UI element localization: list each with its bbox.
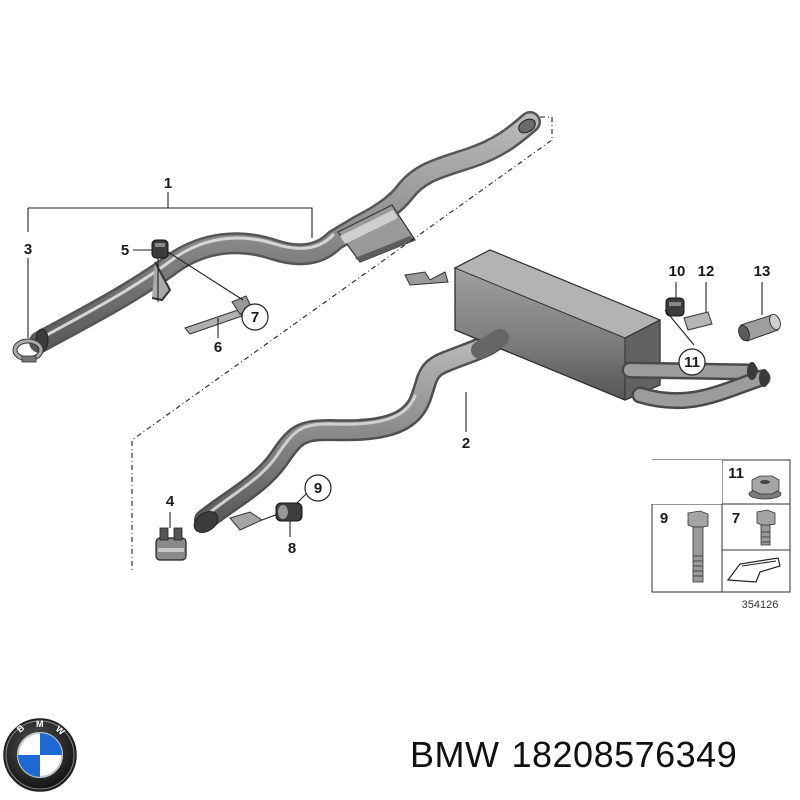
rubber-mount-part-8 [229,502,303,531]
callout-4: 4 [166,493,175,510]
callout-7: 7 [251,309,259,326]
callout-labels: 1 3 5 7 6 2 4 9 8 10 12 13 11 [24,175,771,557]
bracket-part-12 [683,311,713,331]
legend-9: 9 [660,510,668,527]
callout-12: 12 [698,263,715,280]
callout-1: 1 [164,175,172,192]
callout-7-circle [241,303,269,331]
rubber-mount-part-5 [151,239,169,259]
callout-3: 3 [24,241,32,258]
short-bolt-icon [756,509,776,546]
callout-8: 8 [288,540,296,557]
clamp-part-4 [155,527,187,561]
long-bolt-icon [687,510,709,583]
svg-text:M: M [36,719,44,729]
bmw-logo: B M W [3,718,77,792]
callout-11: 11 [684,354,700,371]
callout-6: 6 [214,339,222,356]
flange-nut-icon [748,475,782,500]
legend-7: 7 [732,510,740,527]
legend-11: 11 [728,465,744,482]
callout-11-circle [678,348,706,376]
group-outlines [27,116,763,570]
part-footer: BMW 18208576349 [410,734,749,776]
svg-text:B: B [15,722,27,734]
sleeve-part-13 [738,313,781,342]
callout-5: 5 [121,242,129,259]
rubber-mount-part-10 [665,297,685,317]
diagram-id: 354126 [742,599,779,611]
callout-13: 13 [754,263,771,280]
callout-9-circle [304,474,332,502]
front-pipe-assembly [29,111,541,353]
callout-10: 10 [669,263,686,280]
brand-name: BMW [410,734,500,775]
clamp-part-3 [12,338,44,363]
part-number: 18208576349 [511,734,738,775]
direction-arrow-icon [726,557,781,583]
callout-9: 9 [314,480,322,497]
fastener-legend: 11 9 7 354126 [651,459,791,611]
callout-2: 2 [462,435,470,452]
